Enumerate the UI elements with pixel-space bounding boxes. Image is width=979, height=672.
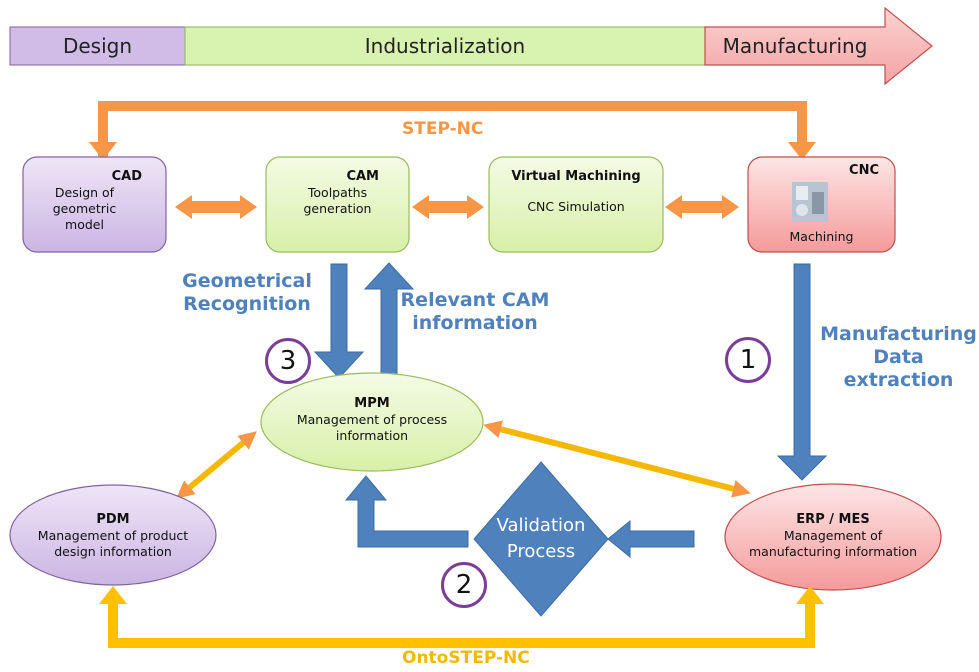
pdm-desc: Management of product design information: [37, 528, 189, 559]
erp-title: ERP / MES: [796, 512, 870, 527]
phase-manufacturing-shape: [704, 6, 933, 86]
pdm-node: PDM Management of product design informa…: [23, 512, 203, 560]
validation-mpm-arrow: [344, 475, 469, 548]
phase-band: [9, 6, 933, 86]
validation-diamond-shape: [473, 461, 609, 617]
ontostep-nc-label: OntoSTEP-NC: [402, 648, 530, 668]
mpm-node: MPM Management of process information: [280, 396, 464, 444]
erp-desc: Management of manufacturing information: [748, 528, 918, 559]
cad-title: CAD: [111, 169, 142, 184]
mpm-pdm-connector: [176, 431, 257, 499]
pdm-ellipse-shape: [9, 484, 217, 586]
geometrical-recognition-label: Geometrical Recognition: [182, 270, 312, 315]
cam-box: CAM Toolpaths generation: [266, 169, 409, 217]
manufacturing-extraction-label: Manufacturing Data extraction: [820, 323, 977, 391]
vm-title: Virtual Machining: [511, 169, 641, 184]
badge-2: 2: [441, 562, 487, 608]
mpm-title: MPM: [354, 396, 390, 411]
mpm-desc: Management of process information: [296, 412, 448, 443]
cam-mpm-arrows: [313, 262, 415, 379]
cad-box-shape: [22, 156, 167, 253]
step-nc-loop: [89, 101, 816, 160]
erp-validation-arrow: [607, 519, 695, 559]
phase-design-shape: [9, 26, 186, 66]
cam-desc: Toolpaths generation: [303, 185, 372, 216]
pdm-title: PDM: [96, 512, 130, 527]
phase-manufacturing-label: Manufacturing: [722, 34, 868, 58]
badge-1: 1: [725, 337, 771, 383]
vm-box-shape: [488, 156, 664, 253]
validation-label: Validation Process: [496, 515, 586, 562]
erp-ellipse-shape: [724, 483, 942, 591]
cad-box: CAD Design of geometric model: [23, 169, 166, 233]
phase-design-label: Design: [62, 34, 133, 58]
cad-desc: Design of geometric model: [52, 185, 117, 232]
erp-node: ERP / MES Management of manufacturing in…: [738, 512, 928, 560]
mpm-erp-connector: [483, 420, 751, 498]
cnc-desc: Machining: [789, 229, 854, 244]
mpm-ellipse-shape: [260, 372, 484, 472]
step-nc-label: STEP-NC: [402, 119, 484, 139]
phase-industrialization-shape: [184, 26, 706, 66]
top-row-connectors: [175, 195, 739, 219]
vm-desc: CNC Simulation: [527, 199, 625, 214]
cnc-erp-arrow: [776, 263, 828, 481]
cam-box-shape: [265, 156, 410, 253]
cnc-title: CNC: [849, 163, 879, 178]
ontostep-nc-loop: [99, 586, 824, 648]
machining-image: [792, 182, 828, 222]
badge-3: 3: [265, 338, 311, 384]
phase-industrialization-label: Industrialization: [364, 34, 526, 58]
cnc-box: CNC Machining: [748, 163, 895, 245]
relevant-cam-label: Relevant CAM information: [400, 289, 550, 334]
virtual-machining-box: Virtual Machining CNC Simulation: [489, 169, 663, 215]
cam-title: CAM: [346, 169, 379, 184]
